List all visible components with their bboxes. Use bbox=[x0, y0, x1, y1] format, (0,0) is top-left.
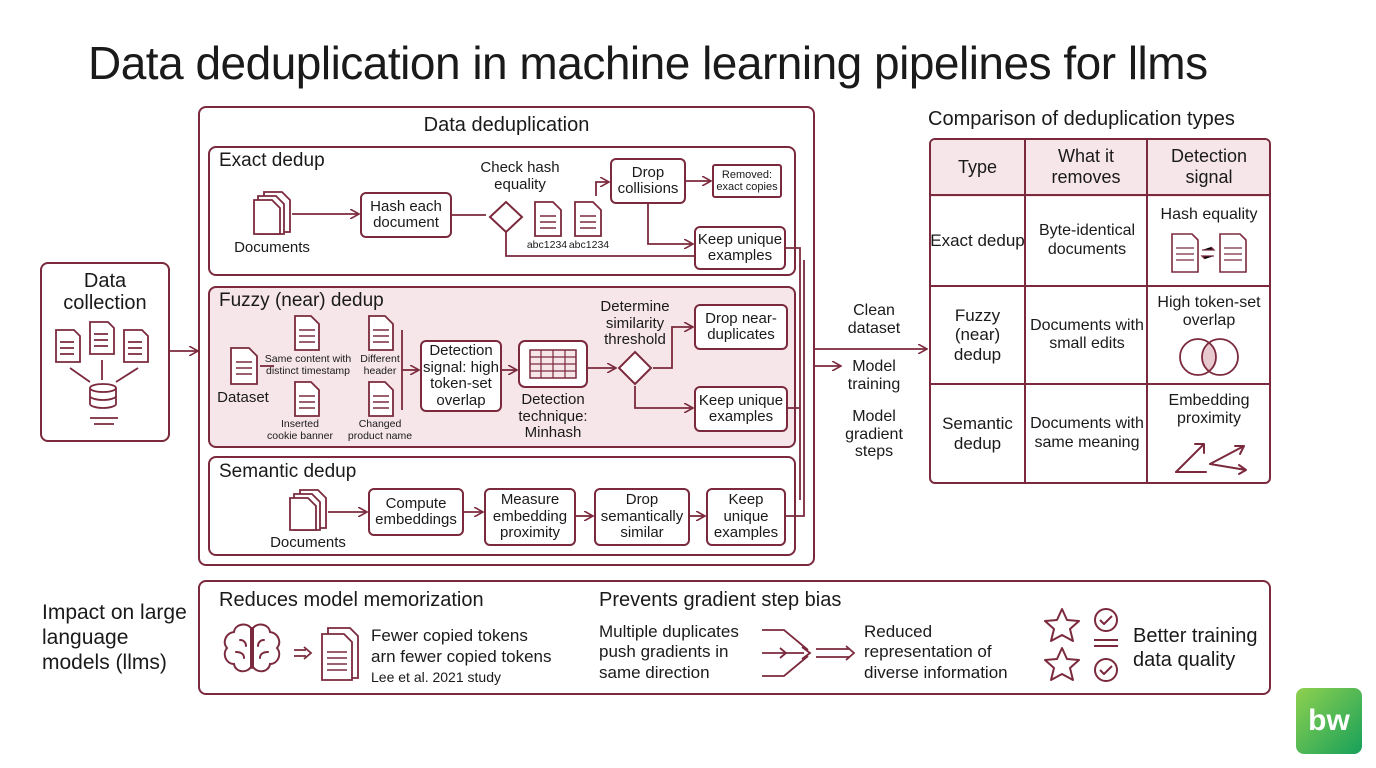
documents-icon bbox=[253, 191, 291, 235]
variant-product-label: Changed product name bbox=[347, 418, 413, 442]
variant-cookie-label: Inserted cookie banner bbox=[267, 418, 333, 442]
detection-signal-node: Detection signal: high token-set overlap bbox=[420, 340, 502, 412]
document-stack-icon bbox=[321, 627, 359, 681]
hash-document-icon bbox=[534, 201, 562, 237]
table-header-removes: What it removes bbox=[1051, 146, 1121, 187]
impact-label: Impact on large language models (llms) bbox=[42, 601, 187, 674]
exact-keep-unique-node: Keep unique examples bbox=[694, 226, 786, 270]
quality-label: Better training data quality bbox=[1133, 625, 1258, 671]
data-collection-label: Data collection bbox=[63, 270, 147, 314]
hash-decision-icon bbox=[488, 200, 524, 234]
table-cell-type: Semantic dedup bbox=[942, 413, 1013, 453]
memorization-line2: arn fewer copied tokens bbox=[371, 647, 552, 666]
measure-proximity-node: Measure embedding proximity bbox=[484, 488, 576, 546]
exact-dedup-title: Exact dedup bbox=[219, 150, 325, 171]
minhash-grid-icon bbox=[518, 340, 588, 388]
table-header-signal: Detection signal bbox=[1170, 146, 1248, 187]
threshold-label: Determine similarity threshold bbox=[600, 298, 670, 348]
semantic-keep-unique-node: Keep unique examples bbox=[706, 488, 786, 546]
table-cell-removes: Documents with same meaning bbox=[1030, 415, 1144, 451]
fuzzy-dedup-title: Fuzzy (near) dedup bbox=[219, 290, 384, 311]
hash-each-node: Hash each document bbox=[360, 192, 452, 238]
hash-value-b: abc1234 bbox=[568, 239, 610, 251]
table-cell-signal: Hash equality bbox=[1160, 206, 1258, 223]
model-training-label: Model training bbox=[847, 358, 901, 393]
dedup-section-title: Data deduplication bbox=[423, 114, 590, 136]
variant-timestamp-label: Same content with distinct timestamp bbox=[264, 353, 352, 377]
drop-collisions-node: Drop collisions bbox=[610, 158, 686, 204]
converging-arrows-icon bbox=[762, 629, 856, 677]
variant-document-icon bbox=[368, 315, 394, 351]
drop-semantic-node: Drop semantically similar bbox=[594, 488, 690, 546]
double-arrow-icon bbox=[294, 646, 313, 660]
threshold-decision-icon bbox=[617, 350, 653, 386]
table-cell-type: Fuzzy (near) dedup bbox=[953, 305, 1002, 364]
removed-exact-node: Removed: exact copies bbox=[712, 164, 782, 198]
clean-dataset-label: Clean dataset bbox=[847, 302, 901, 337]
dataset-label: Dataset bbox=[217, 389, 269, 406]
embedding-vectors-icon bbox=[1175, 443, 1247, 475]
gradient-right-text: Reduced representation of diverse inform… bbox=[864, 622, 1008, 682]
fuzzy-keep-unique-node: Keep unique examples bbox=[694, 386, 788, 432]
compute-embeddings-node: Compute embeddings bbox=[368, 488, 464, 536]
table-cell-removes: Documents with small edits bbox=[1030, 316, 1144, 352]
collection-database-icon bbox=[55, 321, 149, 425]
check-hash-label: Check hash equality bbox=[480, 159, 560, 193]
drop-near-node: Drop near-duplicates bbox=[694, 304, 788, 350]
brain-icon bbox=[223, 623, 281, 673]
venn-overlap-icon bbox=[1179, 338, 1239, 376]
memorization-line1: Fewer copied tokens bbox=[371, 626, 528, 645]
memorization-line3: Lee et al. 2021 study bbox=[371, 669, 501, 685]
brand-logo: bw bbox=[1296, 688, 1362, 754]
gradient-title: Prevents gradient step bias bbox=[599, 589, 842, 611]
impact-box bbox=[198, 580, 1271, 695]
hash-document-icon bbox=[574, 201, 602, 237]
hash-equality-icon bbox=[1171, 233, 1247, 273]
table-cell-removes: Byte-identical documents bbox=[1038, 222, 1136, 258]
gradient-left-text: Multiple duplicates push gradients in sa… bbox=[599, 622, 739, 682]
table-cell-signal: Embedding proximity bbox=[1168, 392, 1250, 428]
technique-label: Detection technique: Minhash bbox=[518, 391, 588, 441]
documents-icon bbox=[289, 489, 327, 531]
variant-document-icon bbox=[294, 315, 320, 351]
gradient-steps-label: Model gradient steps bbox=[845, 408, 903, 461]
page-title: Data deduplication in machine learning p… bbox=[88, 37, 1208, 89]
table-header-type: Type bbox=[957, 156, 998, 177]
table-cell-type: Exact dedup bbox=[930, 230, 1025, 250]
variant-document-icon bbox=[368, 381, 394, 417]
variant-document-icon bbox=[294, 381, 320, 417]
semantic-dedup-title: Semantic dedup bbox=[219, 461, 357, 482]
star-check-icon bbox=[1044, 608, 1118, 682]
semantic-documents-label: Documents bbox=[270, 534, 346, 551]
comparison-title: Comparison of deduplication types bbox=[928, 108, 1235, 130]
exact-documents-label: Documents bbox=[234, 239, 310, 256]
memorization-title: Reduces model memorization bbox=[219, 589, 484, 611]
variant-header-label: Different header bbox=[360, 353, 400, 377]
dataset-document-icon bbox=[230, 347, 258, 385]
table-cell-signal: High token-set overlap bbox=[1157, 294, 1261, 330]
